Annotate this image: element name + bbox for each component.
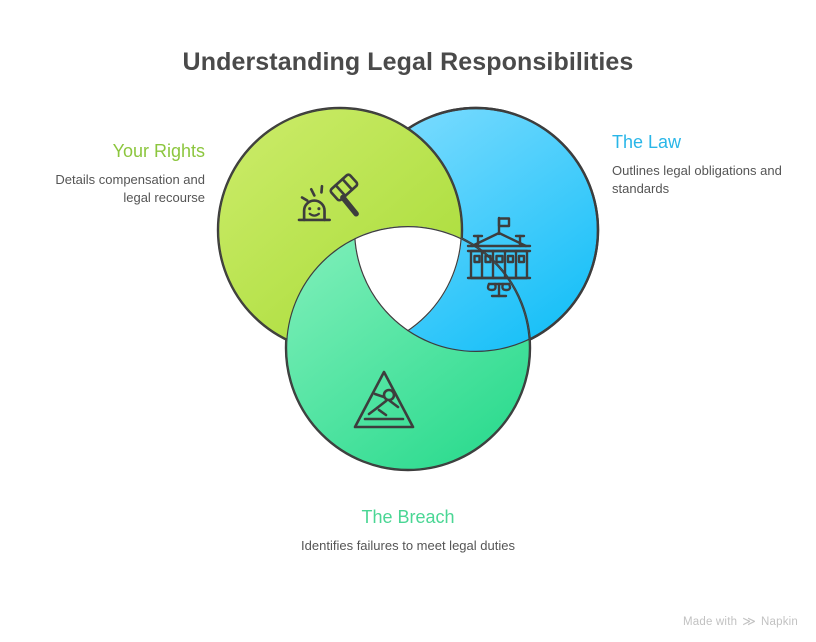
page-title: Understanding Legal Responsibilities xyxy=(182,48,634,76)
segment-title-rights: Your Rights xyxy=(112,141,205,161)
slip-hazard-warning-icon xyxy=(353,370,415,429)
segment-title-law: The Law xyxy=(612,132,682,152)
gavel-icon xyxy=(297,173,359,222)
courthouse-icon xyxy=(466,216,532,298)
napkin-watermark[interactable]: Made with ≫ Napkin xyxy=(683,615,798,628)
segment-body-rights: Details compensation and legal recourse xyxy=(55,171,205,206)
watermark-prefix: Made with xyxy=(682,615,738,628)
segment-label-rights: Your Rights Details compensation and leg… xyxy=(30,141,205,208)
segment-body-law: Outlines legal obligations and standards xyxy=(612,162,782,197)
napkin-logo-icon: ≫ xyxy=(742,613,756,629)
venn-diagram xyxy=(188,95,628,515)
segment-title-breach: The Breach xyxy=(361,507,455,527)
watermark-brand: Napkin xyxy=(761,615,798,628)
segment-body-breach: Identifies failures to meet legal duties xyxy=(301,537,515,553)
segment-label-law: The Law Outlines legal obligations and s… xyxy=(612,132,792,199)
segment-label-breach: The Breach Identifies failures to meet l… xyxy=(288,507,528,555)
